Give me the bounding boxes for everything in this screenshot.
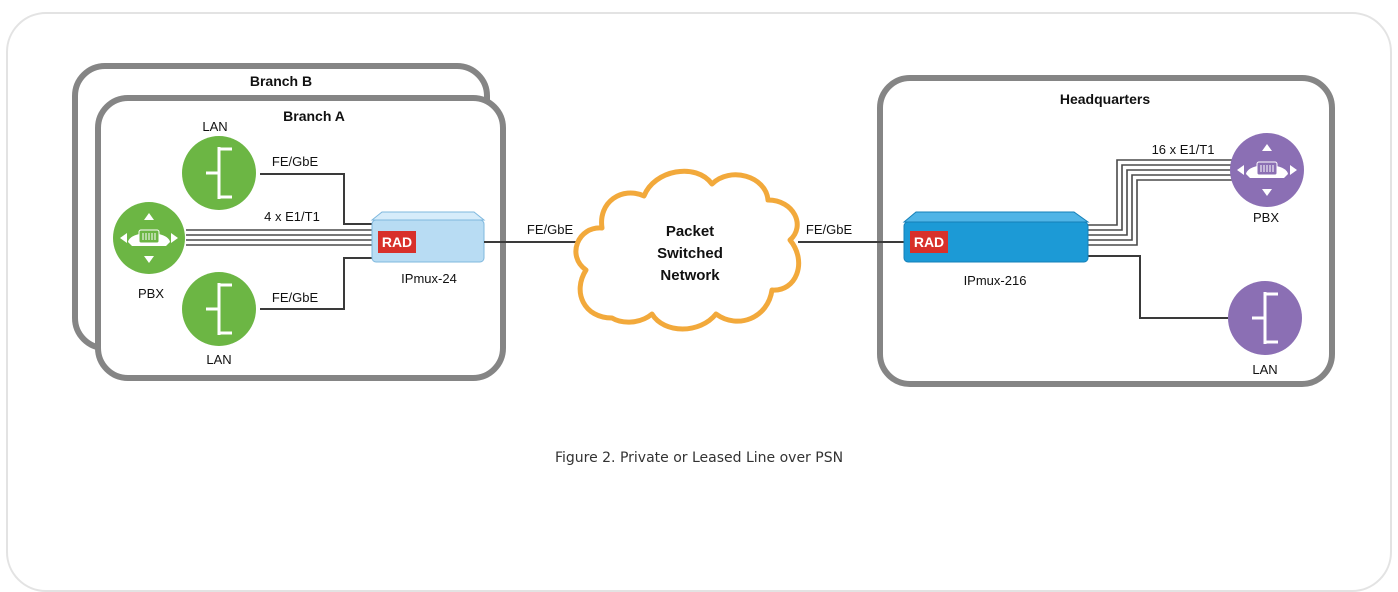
ipmux-216-logo: RAD bbox=[914, 234, 944, 250]
ipmux-24-logo: RAD bbox=[382, 234, 412, 250]
hq-lan-label: LAN bbox=[1252, 362, 1277, 377]
pbx-icon bbox=[1230, 133, 1304, 207]
lan-switch-icon bbox=[182, 136, 256, 210]
ipmux-24-device-icon: RAD bbox=[370, 211, 486, 263]
ipmux-216-device-icon: RAD bbox=[902, 211, 1090, 263]
hq-e1-trunk bbox=[1086, 159, 1232, 246]
psn-cloud-icon bbox=[573, 168, 802, 332]
hq-lan-link bbox=[1086, 255, 1228, 319]
branch-a-pbx-label: PBX bbox=[138, 286, 164, 301]
headquarters-title: Headquarters bbox=[1060, 91, 1150, 107]
branch-a-title: Branch A bbox=[283, 108, 345, 124]
hq-e1-label: 16 x E1/T1 bbox=[1152, 142, 1215, 157]
hq-pbx-label: PBX bbox=[1253, 210, 1279, 225]
headquarters-box bbox=[877, 75, 1335, 387]
branch-a-lan-bottom-label: LAN bbox=[206, 352, 231, 367]
ipmux-24-label: IPmux-24 bbox=[401, 271, 457, 286]
branch-a-e1-label: 4 x E1/T1 bbox=[264, 209, 320, 224]
branch-b-title: Branch B bbox=[250, 73, 312, 89]
figure-caption: Figure 2. Private or Leased Line over PS… bbox=[555, 450, 843, 466]
cloud-label-line1: Packet bbox=[666, 223, 714, 240]
wan-left-label: FE/GbE bbox=[527, 222, 574, 237]
cloud-label-line2: Switched bbox=[657, 245, 723, 262]
network-diagram: Branch B Branch A Headquarters FE/GbE FE… bbox=[72, 63, 1335, 466]
branch-a-fe-top-label: FE/GbE bbox=[272, 154, 319, 169]
lan-bottom-link bbox=[260, 257, 378, 310]
cloud-label-line3: Network bbox=[660, 267, 720, 284]
lan-switch-icon bbox=[182, 272, 256, 346]
lan-switch-icon bbox=[1228, 281, 1302, 355]
branch-a-fe-bottom-label: FE/GbE bbox=[272, 290, 319, 305]
ipmux-216-label: IPmux-216 bbox=[964, 273, 1027, 288]
wan-right-label: FE/GbE bbox=[806, 222, 853, 237]
pbx-icon bbox=[113, 202, 185, 274]
branch-a-lan-top-label: LAN bbox=[202, 119, 227, 134]
lan-top-link bbox=[260, 173, 378, 225]
branch-a-e1-trunk bbox=[186, 229, 378, 246]
